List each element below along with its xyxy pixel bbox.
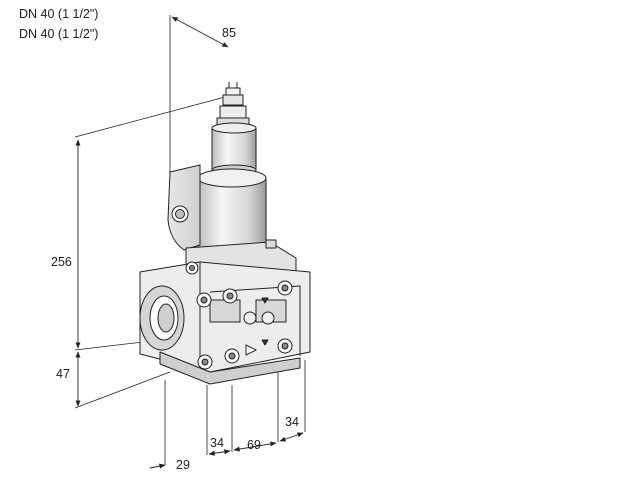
dim-label-34-left: 34 xyxy=(210,436,224,450)
rear-bracket xyxy=(167,164,201,251)
flow-markers xyxy=(245,297,269,356)
dim-line-34b xyxy=(279,432,304,442)
dim-label-256: 256 xyxy=(51,255,72,269)
base-flange xyxy=(159,351,301,385)
dim-line-69 xyxy=(233,441,277,452)
bolts xyxy=(185,261,293,370)
solenoid-coil xyxy=(197,168,267,256)
dim-label-85: 85 xyxy=(222,26,236,40)
dimension-labels: 85 256 47 29 34 69 34 xyxy=(51,26,299,472)
dim-label-47: 47 xyxy=(56,367,70,381)
dim-label-34-right: 34 xyxy=(285,415,299,429)
product-size-label-2: DN 40 (1 1/2") xyxy=(19,27,99,41)
product-size-label-1: DN 40 (1 1/2") xyxy=(19,7,99,21)
dim-label-69: 69 xyxy=(247,438,261,452)
top-connector xyxy=(216,82,250,129)
dimension-lines xyxy=(75,16,304,469)
dim-line-29 xyxy=(149,463,166,469)
valve-body xyxy=(139,82,311,385)
dim-label-29: 29 xyxy=(176,458,190,472)
dim-line-85 xyxy=(171,16,229,48)
inlet-port xyxy=(139,285,185,351)
bolt xyxy=(243,311,257,325)
bolt xyxy=(261,311,275,325)
dim-line-34a xyxy=(208,449,231,456)
